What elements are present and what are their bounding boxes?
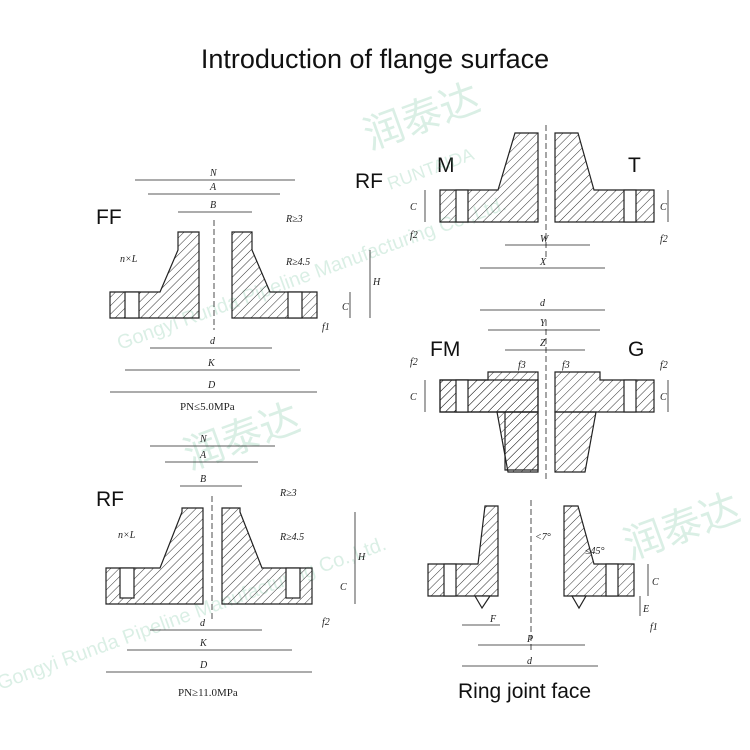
dim-f2-t: f2 [660, 234, 668, 245]
caption-pn-high: PN≥11.0MPa [178, 687, 238, 699]
dim-b-2: B [200, 474, 206, 485]
fmg-flange-drawing [439, 371, 655, 473]
dim-angle-45: ≤45° [585, 546, 605, 557]
label-rf-bottom: RF [96, 488, 124, 511]
dim-r3: R≥3 [285, 214, 303, 225]
dim-r45: R≥4.5 [285, 257, 310, 268]
dim-x: X [539, 257, 547, 268]
dim-f1: f1 [322, 322, 330, 333]
dim-f2: f2 [322, 617, 330, 628]
dim-c-fm: C [410, 392, 417, 403]
page-title: Introduction of flange surface [200, 44, 550, 74]
dim-f2-g: f2 [660, 360, 668, 371]
label-fm: FM [430, 338, 461, 361]
dim-angle-7: <7° [535, 532, 551, 543]
dim-c-2: C [340, 582, 347, 593]
dim-n: N [209, 168, 218, 179]
dim-r3-2: R≥3 [279, 488, 297, 499]
dim-f3-right: f3 [562, 360, 570, 371]
dim-n-2: N [199, 434, 208, 445]
dim-nl-2: n×L [118, 530, 136, 541]
dim-c-m: C [410, 202, 417, 213]
mt-flange-drawing [439, 132, 655, 223]
dim-f2-fm: f2 [410, 357, 418, 368]
dim-d-fm: d [540, 298, 546, 309]
dim-f1-ring: f1 [650, 622, 658, 633]
label-ring-joint: Ring joint face [458, 680, 592, 703]
dim-r45-2: R≥4.5 [279, 532, 304, 543]
label-g: G [628, 338, 645, 361]
ff-flange-drawing [109, 231, 318, 319]
dim-d-2: d [200, 618, 206, 629]
dim-w: W [540, 234, 550, 245]
dim-p: P [526, 634, 533, 645]
dim-f: F [489, 614, 497, 625]
dim-f2-m: f2 [410, 230, 418, 241]
dim-dd: D [207, 380, 216, 391]
label-m: M [437, 154, 455, 177]
label-rf-top: RF [355, 170, 383, 193]
dim-c-g: C [660, 392, 667, 403]
dim-d-ring: d [527, 656, 533, 667]
dim-a: A [209, 182, 217, 193]
rf-flange-drawing [105, 507, 313, 605]
dim-b: B [210, 200, 216, 211]
dim-d: d [210, 336, 216, 347]
dim-h: H [372, 277, 381, 288]
dim-k: K [207, 358, 216, 369]
dim-a-2: A [199, 450, 207, 461]
dim-c-t: C [660, 202, 667, 213]
watermark-brand-en: RUNTAIDA [385, 144, 477, 194]
caption-pn-low: PN≤5.0MPa [180, 401, 235, 413]
dim-c: C [342, 302, 349, 313]
label-t: T [628, 154, 641, 177]
dim-e: E [642, 604, 649, 615]
watermark-brand-cn-3: 润泰达 [618, 486, 746, 568]
dim-nl: n×L [120, 254, 138, 265]
dim-y: Y [540, 318, 547, 329]
label-ff: FF [96, 206, 122, 229]
dim-k-2: K [199, 638, 208, 649]
dim-c-ring: C [652, 577, 659, 588]
dim-h-2: H [357, 552, 366, 563]
dim-dd-2: D [199, 660, 208, 671]
dim-z: Z [540, 338, 546, 349]
ring-joint-flange-drawing [427, 505, 635, 610]
dim-f3-left: f3 [518, 360, 526, 371]
